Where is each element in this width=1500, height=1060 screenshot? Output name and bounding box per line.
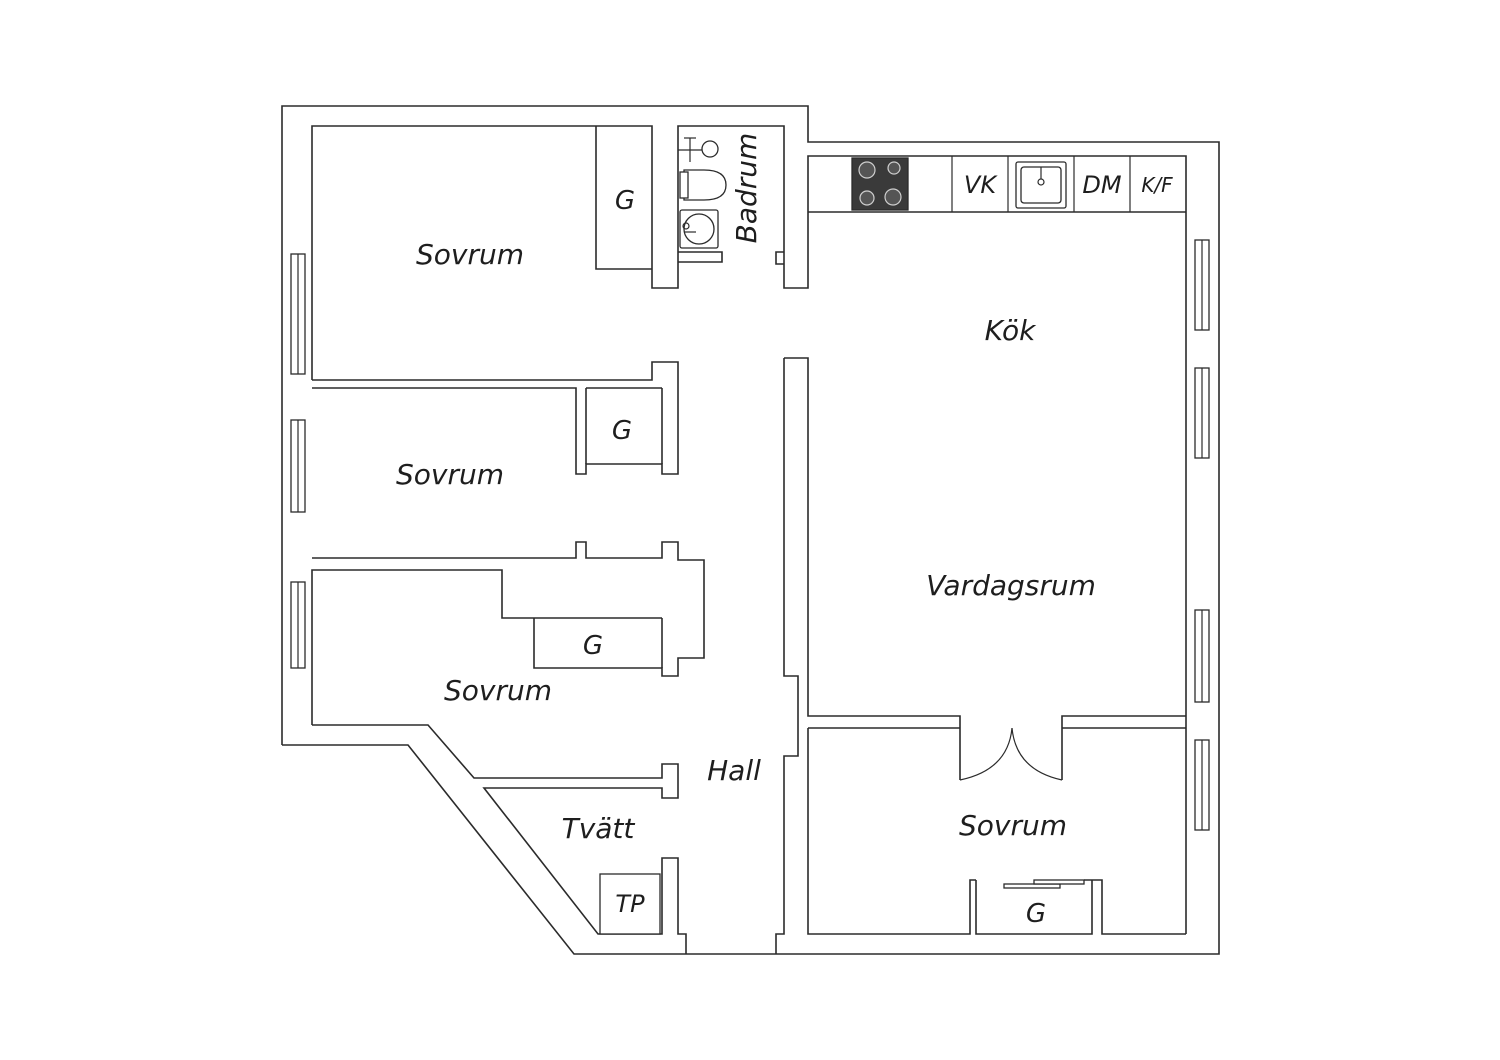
toilet-icon bbox=[679, 169, 727, 201]
window-icon bbox=[1194, 609, 1210, 703]
closet-label-g-3: G bbox=[583, 631, 603, 661]
window-icon bbox=[290, 253, 306, 375]
double-door-icon bbox=[959, 727, 1063, 781]
room-label-kok: Kök bbox=[985, 314, 1037, 347]
room-label-tvatt: Tvätt bbox=[562, 812, 636, 845]
appliance-label-vk: VK bbox=[964, 171, 998, 199]
window-icon bbox=[290, 581, 306, 669]
tp-box bbox=[599, 873, 661, 935]
room-label-sovrum-1: Sovrum bbox=[416, 238, 524, 271]
sliding-door-icon bbox=[1003, 879, 1085, 889]
washbasin-icon bbox=[679, 209, 719, 249]
labels: Sovrum Sovrum Sovrum Sovrum Badrum Kök V… bbox=[396, 133, 1173, 929]
room-label-sovrum-2: Sovrum bbox=[396, 458, 504, 491]
appliance-label-tp: TP bbox=[615, 890, 645, 918]
shower-icon bbox=[678, 137, 719, 162]
interior-walls bbox=[312, 126, 1186, 954]
window-icon bbox=[290, 419, 306, 513]
room-label-vardagsrum: Vardagsrum bbox=[926, 569, 1096, 602]
room-label-sovrum-3: Sovrum bbox=[444, 674, 552, 707]
bathroom-fixtures bbox=[678, 137, 727, 249]
kitchen-counter bbox=[808, 156, 1186, 213]
window-icon bbox=[1194, 367, 1210, 459]
room-label-badrum: Badrum bbox=[730, 133, 763, 244]
windows bbox=[290, 239, 1210, 831]
room-label-hall: Hall bbox=[707, 754, 761, 787]
closet-label-g-4: G bbox=[1026, 899, 1046, 929]
closet-label-g-2: G bbox=[612, 416, 632, 446]
window-icon bbox=[1194, 739, 1210, 831]
closet-label-g-1: G bbox=[615, 186, 635, 216]
stove-icon bbox=[851, 157, 909, 211]
appliance-label-kf: K/F bbox=[1141, 173, 1173, 197]
appliance-label-dm: DM bbox=[1082, 171, 1121, 199]
room-label-sovrum-4: Sovrum bbox=[959, 809, 1067, 842]
sink-icon bbox=[1015, 161, 1067, 209]
window-icon bbox=[1194, 239, 1210, 331]
